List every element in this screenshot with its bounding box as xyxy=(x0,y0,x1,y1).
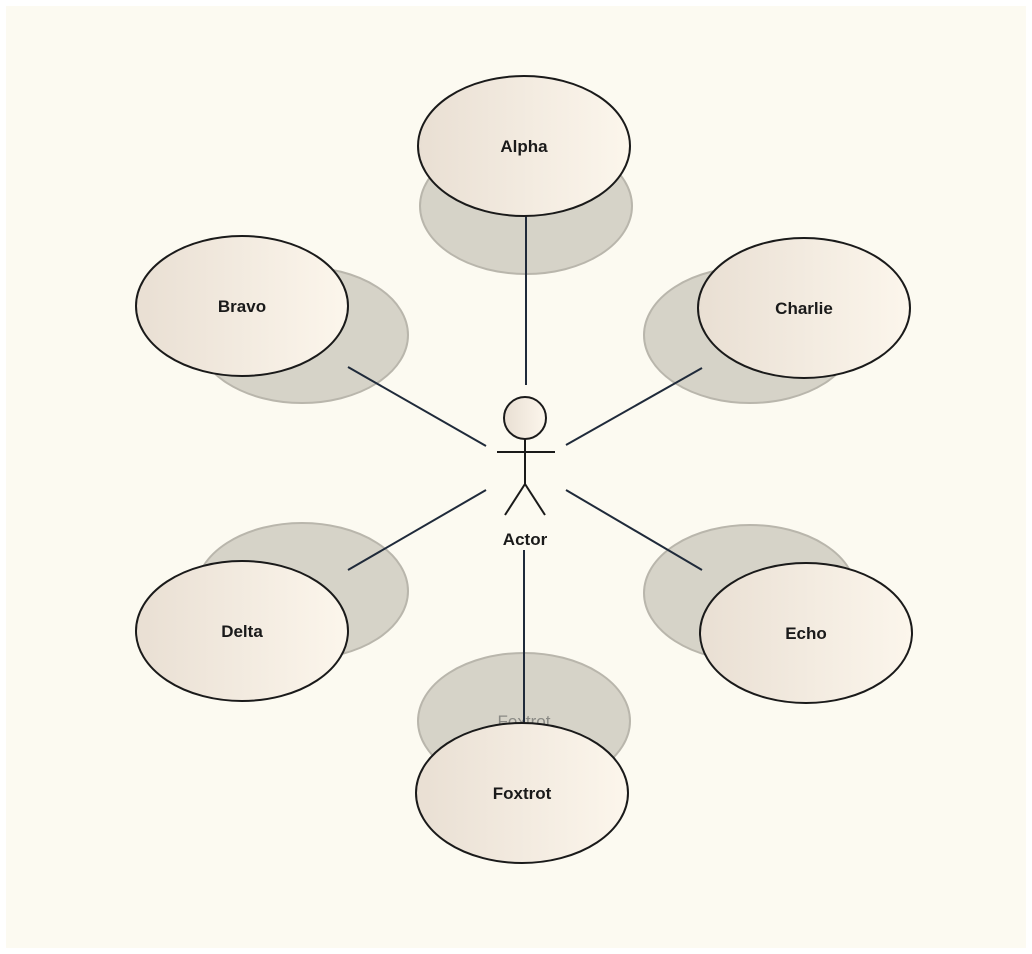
use-case-ellipse[interactable] xyxy=(135,560,349,702)
association-charlie[interactable] xyxy=(565,367,703,446)
association-delta[interactable] xyxy=(347,489,487,571)
use-case-bravo[interactable]: Bravo xyxy=(135,235,349,377)
use-case-foxtrot[interactable]: Foxtrot xyxy=(415,722,629,864)
stick-figure-icon[interactable] xyxy=(497,396,555,516)
use-case-ellipse[interactable] xyxy=(697,237,911,379)
use-case-label: Alpha xyxy=(500,137,548,156)
use-case-delta[interactable]: Delta xyxy=(135,560,349,702)
actor[interactable]: Actor xyxy=(497,396,555,549)
use-case-ellipse[interactable] xyxy=(135,235,349,377)
use-case-ellipse[interactable] xyxy=(417,75,631,217)
use-case-ellipse[interactable] xyxy=(699,562,913,704)
use-case-label: Charlie xyxy=(775,299,833,318)
actor-right-leg xyxy=(524,483,546,516)
actor-label: Actor xyxy=(503,530,548,549)
association-bravo[interactable] xyxy=(347,366,487,447)
association-lines xyxy=(347,214,703,724)
use-case-label: Foxtrot xyxy=(493,784,552,803)
actor-head xyxy=(503,396,547,440)
association-echo[interactable] xyxy=(565,489,703,571)
use-case-label: Delta xyxy=(221,622,263,641)
use-case-label: Echo xyxy=(785,624,827,643)
use-case-alpha[interactable]: Alpha xyxy=(417,75,631,217)
use-case-ellipse[interactable] xyxy=(415,722,629,864)
actor-left-leg xyxy=(504,483,526,516)
use-case-echo[interactable]: Echo xyxy=(699,562,913,704)
use-case-charlie[interactable]: Charlie xyxy=(697,237,911,379)
use-case-label: Bravo xyxy=(218,297,266,316)
